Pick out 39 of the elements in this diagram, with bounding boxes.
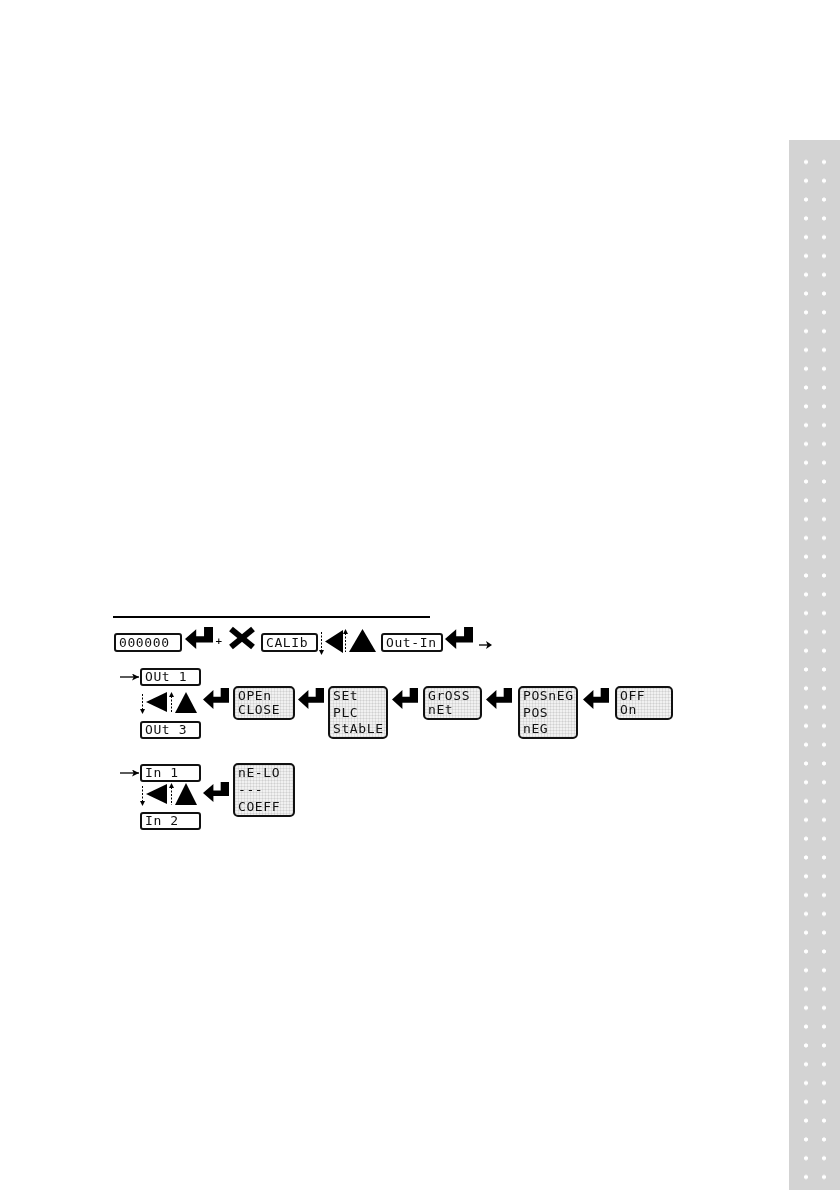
- lcd-display: [233, 763, 295, 817]
- display-text: ---: [238, 784, 264, 796]
- display-text: Out-In: [386, 636, 437, 649]
- display-text: PLC: [333, 706, 359, 719]
- lcd-display: [261, 633, 318, 652]
- display-text: OUt 1: [145, 671, 188, 683]
- display-text: 000000: [119, 636, 170, 649]
- lcd-display: [140, 668, 201, 686]
- display-text: nE-LO: [238, 767, 281, 779]
- lcd-display: [233, 686, 295, 720]
- display-text: OFF: [620, 690, 646, 702]
- arrow: [119, 673, 140, 681]
- lcd-display: [615, 686, 673, 720]
- lcd-display: [423, 686, 482, 720]
- dotted-margin-band: [789, 140, 840, 1190]
- display-text: On: [620, 704, 637, 716]
- lcd-display: [518, 686, 578, 739]
- display-text: nEt: [428, 704, 454, 716]
- display-text: nEG: [523, 723, 549, 735]
- plus-sign: +: [215, 637, 223, 646]
- lcd-display: [140, 812, 201, 830]
- display-text: StAbLE: [333, 723, 384, 735]
- display-text: COEFF: [238, 801, 281, 813]
- display-text: In 2: [145, 815, 179, 827]
- display-text: POSnEG: [523, 690, 574, 702]
- display-text: OUt 3: [145, 724, 188, 736]
- display-text: GrOSS: [428, 690, 471, 702]
- display-text: CALIb: [266, 636, 309, 649]
- lcd-display: [381, 633, 443, 652]
- display-text: CLOSE: [238, 704, 281, 716]
- display-text: POS: [523, 706, 549, 719]
- lcd-display: [140, 721, 201, 739]
- display-text: In 1: [145, 767, 179, 779]
- lcd-display: [114, 633, 182, 652]
- display-text: OPEn: [238, 690, 272, 702]
- display-text: SEt: [333, 690, 359, 702]
- arrow: [119, 769, 140, 777]
- lcd-display: [328, 686, 388, 739]
- lcd-display: [140, 764, 201, 782]
